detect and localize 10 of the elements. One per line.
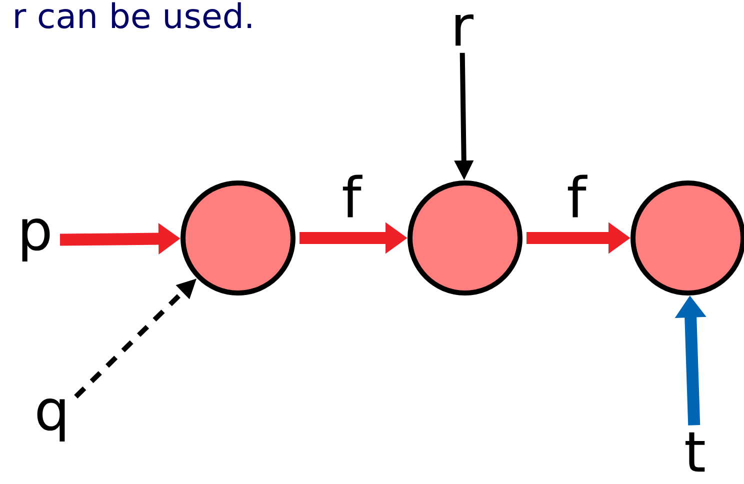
edge-label: f xyxy=(568,174,588,218)
variable-label: p xyxy=(22,218,50,262)
variable-label: r xyxy=(456,14,474,46)
caption-text: r can be used. xyxy=(15,2,252,29)
circle-node xyxy=(630,180,744,296)
variable-label: t xyxy=(686,432,705,472)
edge-label: f xyxy=(342,174,362,218)
circle-node xyxy=(180,180,296,296)
variable-label: q xyxy=(37,398,65,442)
circle-node xyxy=(408,180,522,296)
